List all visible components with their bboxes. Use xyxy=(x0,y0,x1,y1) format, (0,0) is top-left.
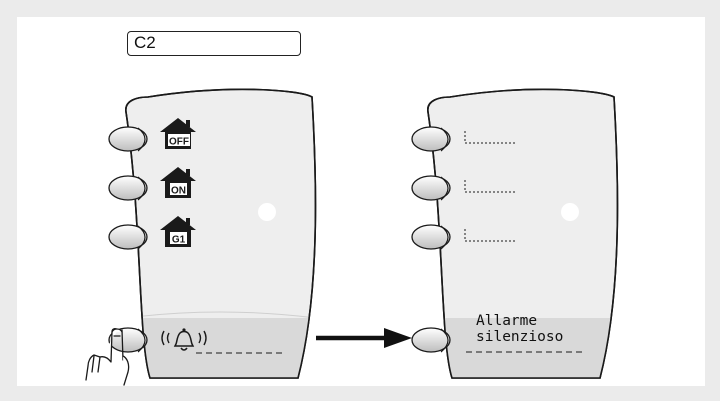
svg-text:OFF: OFF xyxy=(169,137,189,148)
on-button[interactable] xyxy=(109,176,147,200)
g1-button[interactable] xyxy=(412,225,450,249)
g1-button[interactable] xyxy=(109,225,147,249)
off-button[interactable] xyxy=(109,127,147,151)
silent-alarm-caption: Allarme silenzioso xyxy=(476,313,586,345)
on-button[interactable] xyxy=(412,176,450,200)
step-label: C2 xyxy=(127,31,301,56)
led-indicator xyxy=(258,203,276,221)
off-button[interactable] xyxy=(412,127,450,151)
svg-text:ON: ON xyxy=(171,186,186,197)
led-indicator xyxy=(561,203,579,221)
caption-line-2: silenzioso xyxy=(476,329,586,345)
right-remote xyxy=(400,89,640,398)
svg-text:G1: G1 xyxy=(172,235,186,246)
caption-line-1: Allarme xyxy=(476,313,586,329)
silent-alarm-button[interactable] xyxy=(412,328,450,352)
